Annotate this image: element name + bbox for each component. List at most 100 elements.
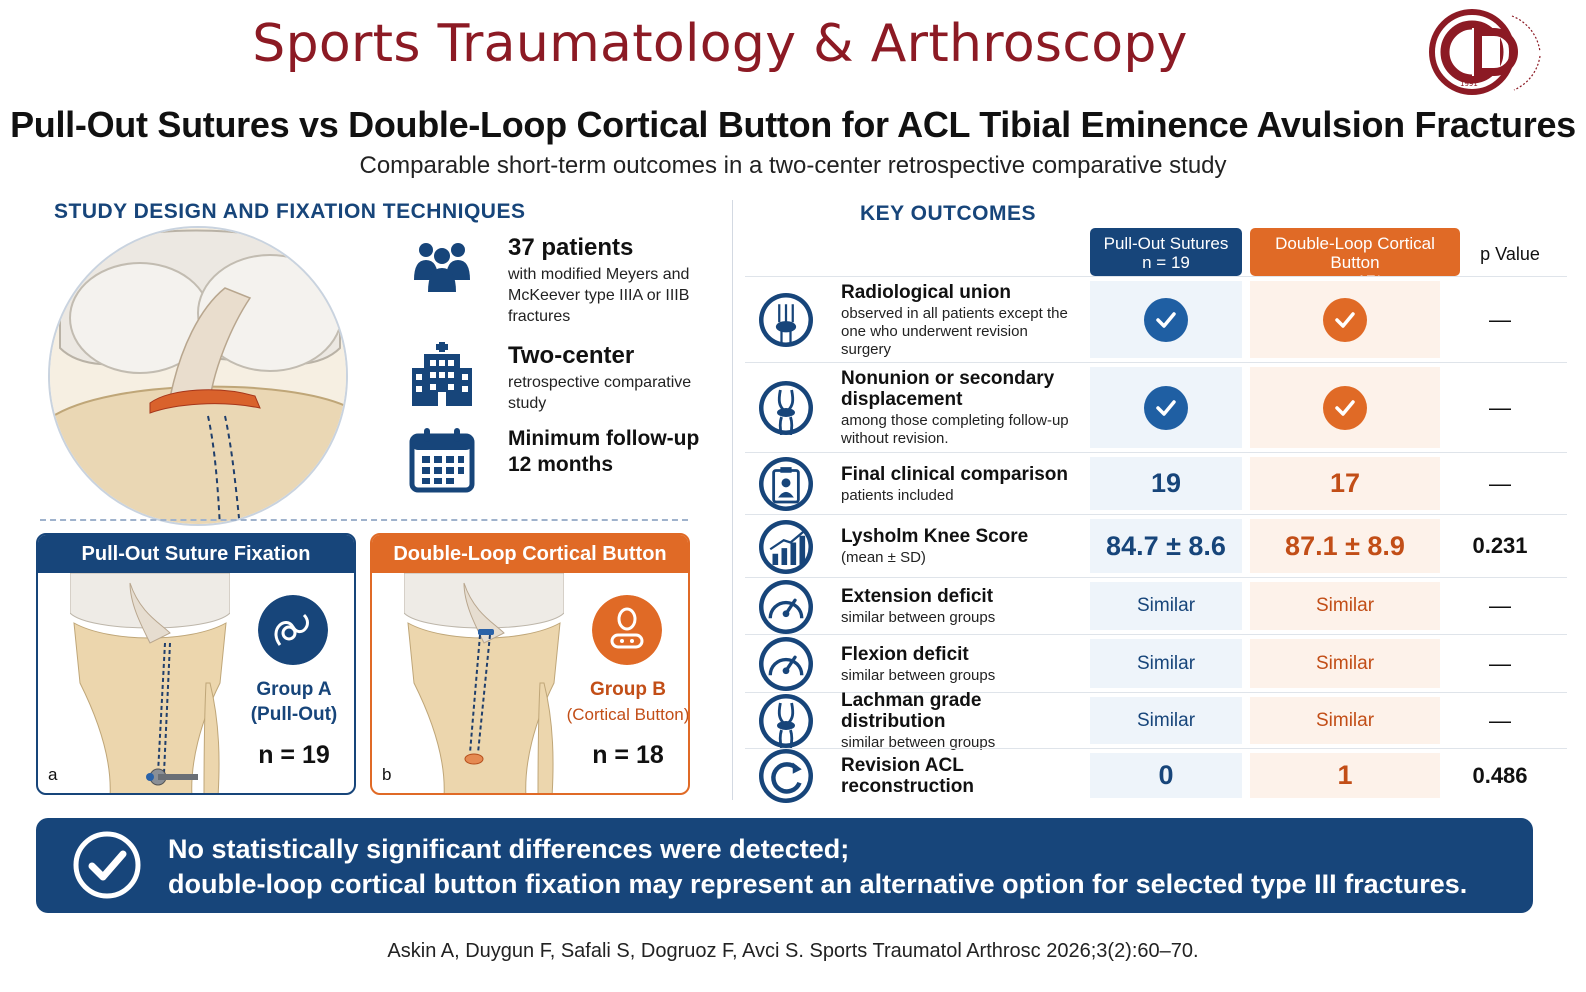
value-pullout-cell: 19 (1090, 457, 1242, 510)
card-pullout: Pull-Out Suture Fixation Group A (Pull-O… (36, 533, 356, 795)
outcome-row: Lysholm Knee Score (mean ± SD) 84.7 ± 8.6 8… (745, 514, 1567, 577)
group-b-label: Group B (590, 679, 666, 700)
logo-year: 1991 (1460, 80, 1478, 88)
outcome-title: Nonunion or secondary displacement (841, 368, 1055, 410)
knee-anatomy-icon (50, 228, 346, 524)
main-title: Pull-Out Sutures vs Double-Loop Cortical… (10, 104, 1576, 145)
value-pullout-cell: Similar (1090, 697, 1242, 744)
column-head-pullout-n: n = 19 (1142, 253, 1190, 272)
column-head-pvalue: p Value (1480, 244, 1540, 264)
knee-joint-icon (759, 381, 813, 436)
outcome-subtitle: among those completing follow-up without… (841, 412, 1069, 447)
hospital-icon (412, 342, 472, 406)
value-pullout-cell: 0 (1090, 753, 1242, 798)
outcome-title: Extension deficit (841, 586, 994, 607)
suture-loop-icon (258, 595, 328, 665)
outcome-subtitle: similar between groups (841, 609, 996, 626)
patients-icon (414, 243, 470, 292)
value-pullout: Similar (1136, 652, 1196, 674)
card-cortical-title: Double-Loop Cortical Button Fixation (372, 535, 688, 603)
knee-joint-icon (759, 694, 813, 749)
fact-centers-value: Two-center (508, 342, 635, 369)
outcome-subtitle: patients included (841, 486, 954, 504)
journal-title: Sports Traumatology & Arthroscopy (252, 14, 1188, 74)
outcome-subtitle: similar between groups (841, 666, 996, 684)
value-pullout: 84.7 ± 8.6 (1106, 530, 1226, 561)
value-cortical-cell: 87.1 ± 8.9 (1250, 519, 1440, 573)
value-pullout: Similar (1136, 595, 1196, 616)
knee-illustration (48, 226, 348, 526)
outcome-subtitle: similar between groups (841, 734, 996, 751)
value-pullout: 19 (1150, 468, 1182, 498)
p-value: — (1489, 306, 1511, 332)
outcome-label: Extension deficit similar between groups (841, 578, 1081, 635)
p-value: 0.486 (1472, 762, 1528, 788)
outcome-title: Lysholm Knee Score (841, 526, 1029, 547)
group-a-sub: (Pull-Out) (250, 704, 338, 725)
value-cortical: Similar (1315, 709, 1375, 731)
tibia-pullout-illustration (70, 573, 230, 793)
p-value: — (1489, 707, 1511, 733)
column-head-cortical-label: Double-Loop Cortical Button (1275, 234, 1435, 272)
conclusion-banner: No statistically significant differences… (36, 818, 1533, 913)
value-cortical-cell: 1 (1250, 753, 1440, 798)
check-circle-icon (73, 831, 141, 899)
p-value: — (1489, 650, 1511, 676)
value-cortical: Similar (1315, 595, 1375, 616)
column-head-pullout: Pull-Out Sutures n = 19 (1090, 228, 1242, 276)
column-head-pullout-label: Pull-Out Sutures (1103, 234, 1229, 253)
card-cortical-letter: b (382, 765, 392, 784)
outcome-row: Lachman grade distribution similar betwee… (745, 690, 1567, 751)
value-pullout: 0 (1158, 760, 1174, 790)
outcome-label: Lachman grade distribution similar betwee… (841, 690, 1081, 751)
value-pullout: Similar (1136, 709, 1196, 731)
card-pullout-n: n = 19 (258, 741, 330, 769)
value-cortical: 17 (1329, 468, 1361, 498)
card-pullout-title: Pull-Out Suture Fixation (38, 535, 354, 573)
p-value: — (1489, 593, 1511, 618)
fact-followup-value: Minimum follow-up 12 months (508, 427, 700, 476)
check-icon (1323, 297, 1367, 342)
p-value: 0.231 (1472, 533, 1528, 558)
cortical-button-icon (592, 595, 662, 665)
p-value: — (1489, 470, 1511, 496)
citation: Askin A, Duygun F, Safali S, Dogruoz F, … (387, 940, 1199, 962)
value-pullout-cell (1090, 367, 1242, 448)
conclusion-line-2: double-loop cortical button fixation may… (168, 869, 1468, 899)
section-divider (40, 519, 688, 521)
gauge-icon (759, 579, 813, 634)
check-icon (1144, 297, 1188, 342)
value-cortical-cell (1250, 281, 1440, 358)
calendar-icon (409, 428, 475, 493)
outcome-label: Lysholm Knee Score (mean ± SD) (841, 515, 1081, 578)
value-pullout-cell (1090, 281, 1242, 358)
subtitle: Comparable short-term outcomes in a two-… (359, 152, 1227, 179)
clipboard-patient-icon (759, 457, 813, 511)
outcome-title: Lachman grade distribution (841, 690, 982, 732)
value-cortical-cell: Similar (1250, 697, 1440, 744)
fact-patients-detail: with modified Meyers and McKeever type I… (508, 266, 690, 325)
value-cortical-cell: Similar (1250, 639, 1440, 688)
value-cortical-cell: 17 (1250, 457, 1440, 510)
outcome-title: Flexion deficit (841, 643, 969, 665)
fact-centers-detail: retrospective comparative study (508, 374, 692, 412)
value-pullout-cell: 84.7 ± 8.6 (1090, 519, 1242, 573)
study-design-heading: STUDY DESIGN AND FIXATION TECHNIQUES (54, 200, 526, 223)
society-logo: 1991 (1429, 9, 1541, 95)
revision-arrow-icon (759, 749, 813, 803)
card-pullout-group: Group A (Pull-Out) (224, 677, 354, 727)
outcome-subtitle: (mean ± SD) (841, 549, 926, 566)
p-value: — (1489, 394, 1511, 420)
value-pullout-cell: Similar (1090, 639, 1242, 688)
value-cortical: Similar (1315, 652, 1375, 674)
outcome-title: Final clinical comparison (841, 463, 1069, 485)
card-cortical-button: Double-Loop Cortical Button Fixation Gro… (370, 533, 690, 795)
value-pullout-cell: Similar (1090, 582, 1242, 630)
